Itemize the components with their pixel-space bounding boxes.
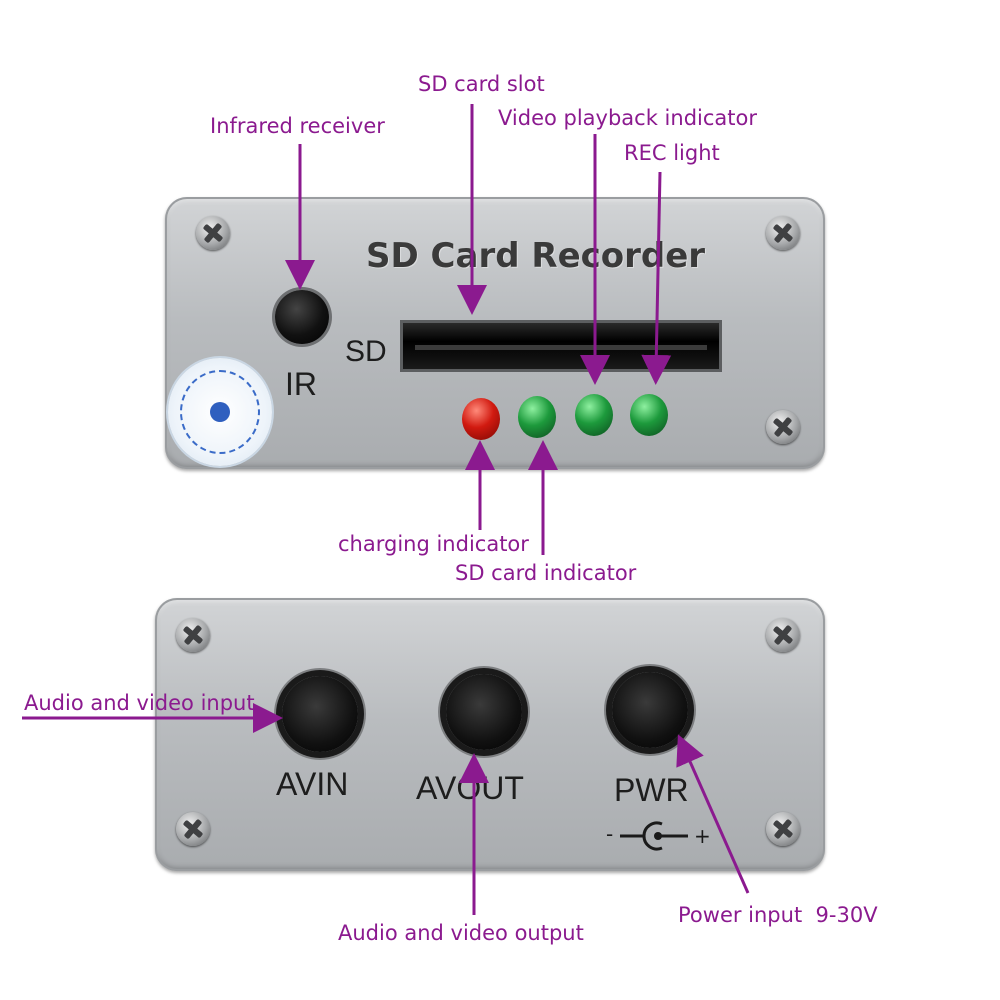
label-charging-indicator: charging indicator <box>338 532 529 556</box>
screw-icon <box>766 618 800 652</box>
avin-label: AVIN <box>276 766 349 802</box>
power-jack <box>612 672 688 748</box>
charging-led <box>462 398 500 440</box>
label-infrared-receiver: Infrared receiver <box>210 114 385 138</box>
label-sd-card-slot: SD card slot <box>418 72 545 96</box>
label-audio-video-output: Audio and video output <box>338 921 584 945</box>
sticker-ring <box>180 370 260 454</box>
polarity-icon <box>620 821 688 851</box>
label-rec-light: REC light <box>624 141 720 165</box>
polarity-symbol: - + <box>604 818 711 854</box>
sd-label: SD <box>345 335 387 368</box>
polarity-minus: - <box>606 822 614 846</box>
infrared-receiver-sensor <box>275 290 329 344</box>
polarity-plus: + <box>694 824 711 848</box>
arrow-power-input <box>676 734 750 894</box>
sd-card-led <box>518 396 556 438</box>
screw-icon <box>176 618 210 652</box>
label-video-playback-indicator: Video playback indicator <box>498 106 757 130</box>
warranty-sticker <box>168 358 272 466</box>
pwr-label: PWR <box>614 772 689 808</box>
ir-label: IR <box>285 366 317 402</box>
avout-jack <box>446 674 522 750</box>
arrow-rec-light <box>641 171 672 385</box>
label-audio-video-input: Audio and video input <box>24 691 255 715</box>
label-power-input: Power input 9-30V <box>678 903 878 927</box>
sticker-seal-icon <box>210 402 230 422</box>
screw-icon <box>196 216 230 250</box>
label-sd-card-indicator: SD card indicator <box>455 561 637 585</box>
screw-icon <box>766 410 800 444</box>
screw-icon <box>176 812 210 846</box>
screw-icon <box>766 812 800 846</box>
rec-led <box>630 394 668 436</box>
playback-led <box>575 394 613 436</box>
avin-jack <box>282 676 358 752</box>
screw-icon <box>766 216 800 250</box>
device-title: SD Card Recorder <box>366 236 706 276</box>
